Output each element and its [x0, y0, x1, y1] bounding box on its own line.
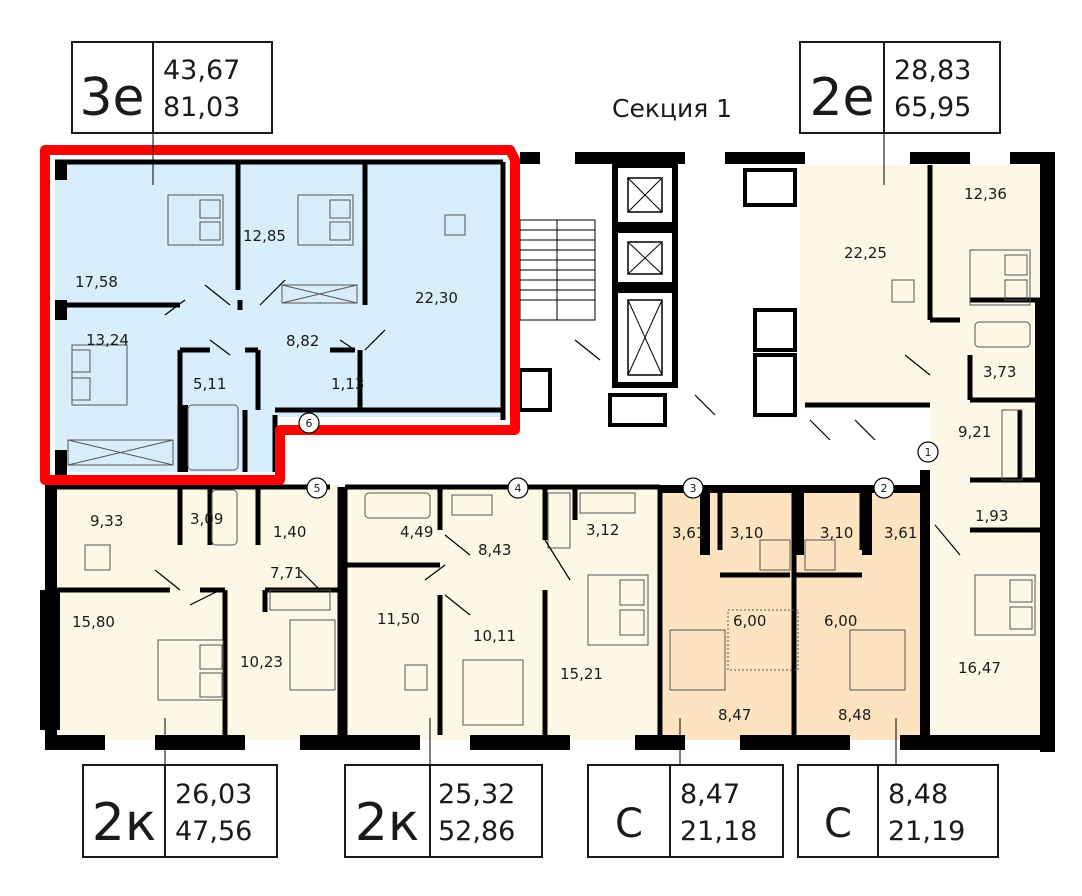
- apartment-living-area: 26,03: [175, 779, 252, 810]
- svg-text:3: 3: [690, 482, 697, 495]
- room-area: 10,23: [240, 653, 283, 671]
- room-area: 7,71: [270, 564, 303, 582]
- room-labels-studio-2: 3,10 3,61 6,00 8,48: [820, 524, 917, 724]
- room-area: 17,58: [75, 273, 118, 291]
- apartment-number-circle[interactable]: 4: [507, 477, 529, 499]
- room-area: 6,00: [733, 612, 766, 630]
- room-area: 12,85: [243, 227, 286, 245]
- apartment-total-area: 21,19: [888, 816, 965, 847]
- apartment-fills: [55, 162, 1048, 740]
- room-area: 3,12: [586, 521, 619, 539]
- svg-text:2: 2: [881, 482, 888, 495]
- apartment-number-circle[interactable]: 6: [298, 412, 320, 434]
- apartment-living-area: 43,67: [163, 55, 240, 86]
- room-area: 9,33: [90, 512, 123, 530]
- apartment-number-circle[interactable]: 1: [917, 441, 939, 463]
- room-area: 1,13: [331, 375, 364, 393]
- room-labels-2e: 22,25 12,36 3,73 9,21 1,93 16,47: [844, 185, 1016, 677]
- apartment-type: 2е: [809, 68, 874, 128]
- apartment-total-area: 52,86: [438, 816, 515, 847]
- elevators: [612, 162, 678, 388]
- apartment-type: 2к: [355, 793, 420, 853]
- apartment-living-area: 28,83: [894, 55, 971, 86]
- room-labels-2k-left: 9,33 3,09 1,40 7,71 15,80 10,23: [72, 510, 306, 671]
- room-area: 8,47: [718, 706, 751, 724]
- room-area: 9,21: [958, 423, 991, 441]
- wall-blocks: [55, 160, 1045, 740]
- svg-text:6: 6: [306, 417, 313, 430]
- room-area: 3,73: [983, 363, 1016, 381]
- stairs: [519, 219, 596, 321]
- room-area: 4,49: [400, 523, 433, 541]
- apt-s3-fill[interactable]: [663, 490, 793, 740]
- apt-2e-fill-lower[interactable]: [930, 405, 1048, 740]
- room-area: 8,48: [838, 706, 871, 724]
- apt-2k-mid-fill[interactable]: [345, 485, 660, 740]
- apartment-total-area: 81,03: [163, 92, 240, 123]
- apartment-number-circle[interactable]: 2: [873, 477, 895, 499]
- room-area: 16,47: [958, 659, 1001, 677]
- svg-text:1: 1: [925, 446, 932, 459]
- exterior-walls: [40, 152, 1055, 752]
- room-area: 8,43: [478, 541, 511, 559]
- room-area: 13,24: [86, 331, 129, 349]
- leader-lines: [152, 133, 897, 765]
- apt-3e-fill[interactable]: [55, 162, 503, 317]
- room-area: 15,80: [72, 613, 115, 631]
- room-area: 6,00: [824, 612, 857, 630]
- room-area: 11,50: [377, 610, 420, 628]
- apt-2e-fill[interactable]: [800, 165, 1048, 405]
- room-labels-2k-mid: 4,49 8,43 3,12 11,50 10,11 15,21: [377, 521, 619, 683]
- room-area: 15,21: [560, 665, 603, 683]
- svg-text:4: 4: [515, 482, 522, 495]
- room-labels-studio-3: 3,61 3,10 6,00 8,47: [672, 524, 766, 724]
- apt-2k-left-fill[interactable]: [55, 485, 340, 740]
- selected-apartment-outline[interactable]: [40, 145, 520, 485]
- building-core: [518, 162, 797, 427]
- room-area: 3,09: [190, 510, 223, 528]
- section-title: Секция 1: [612, 94, 732, 123]
- room-area: 22,30: [415, 289, 458, 307]
- svg-text:5: 5: [314, 482, 321, 495]
- room-area: 12,36: [964, 185, 1007, 203]
- room-labels-3e: 17,58 12,85 22,30 13,24 8,82 5,11 1,13: [75, 227, 458, 393]
- apartment-tag-s-2[interactable]: С 8,48 21,19: [797, 764, 999, 858]
- apartment-tag-3e[interactable]: 3е 43,67 81,03: [71, 41, 273, 134]
- apartment-tag-2k-mid[interactable]: 2к 25,32 52,86: [344, 764, 543, 858]
- apartment-total-area: 21,18: [680, 816, 757, 847]
- apartment-total-area: 65,95: [894, 92, 971, 123]
- room-area: 8,82: [286, 332, 319, 350]
- room-area: 3,10: [820, 524, 853, 542]
- furniture: [67, 194, 1036, 726]
- apartment-tag-2e[interactable]: 2е 28,83 65,95: [799, 41, 1001, 134]
- room-area: 22,25: [844, 244, 887, 262]
- interior-walls: [55, 159, 1040, 735]
- apartment-tag-s-3[interactable]: С 8,47 21,18: [587, 764, 784, 858]
- apartment-living-area: 25,32: [438, 779, 515, 810]
- apartment-numbers: 1 2 3 4 5 6: [298, 412, 939, 499]
- apartment-total-area: 47,56: [175, 816, 252, 847]
- door-swings: [154, 279, 961, 616]
- room-area: 1,93: [975, 507, 1008, 525]
- room-area: 3,61: [672, 524, 705, 542]
- apartment-type: 3е: [79, 68, 144, 128]
- room-area: 3,61: [884, 524, 917, 542]
- room-area: 3,10: [730, 524, 763, 542]
- room-area: 1,40: [273, 523, 306, 541]
- apartment-type: 2к: [92, 793, 157, 853]
- apt-3e-fill-kitchen[interactable]: [275, 317, 503, 417]
- apartment-number-circle[interactable]: 3: [682, 477, 704, 499]
- apartment-type: С: [615, 801, 643, 847]
- apartment-number-circle[interactable]: 5: [306, 477, 328, 499]
- room-area: 10,11: [473, 627, 516, 645]
- apartment-living-area: 8,48: [888, 779, 948, 810]
- room-area: 5,11: [193, 375, 226, 393]
- apartment-tag-2k-left[interactable]: 2к 26,03 47,56: [82, 764, 278, 858]
- apartment-type: С: [824, 801, 852, 847]
- apartment-living-area: 8,47: [680, 779, 740, 810]
